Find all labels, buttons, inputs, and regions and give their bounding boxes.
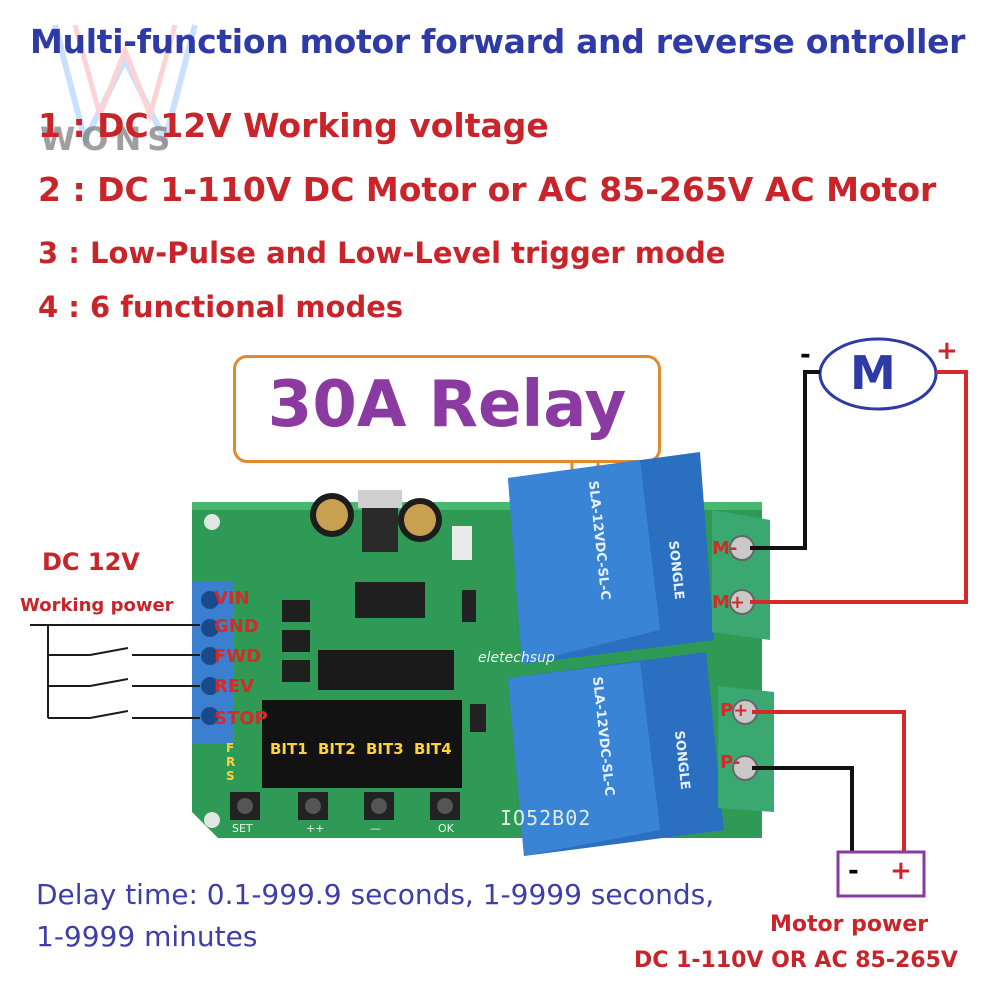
terminal-m-plus-label: M+	[712, 592, 745, 613]
relay-top	[508, 452, 714, 664]
motor-letter: M	[850, 346, 896, 400]
page-title: Multi-function motor forward and reverse…	[30, 22, 966, 61]
button-minus-label: —	[370, 822, 381, 835]
feature-4: 4 : 6 functional modes	[38, 290, 404, 324]
display-bit3-label: BIT3	[366, 740, 404, 758]
feature-2: 2 : DC 1-110V DC Motor or AC 85-265V AC …	[38, 170, 937, 209]
terminal-p-minus-label: P-	[720, 752, 741, 773]
brand-logo-text: WONS	[40, 120, 177, 158]
output-terminal-top	[712, 510, 770, 640]
supply-wires	[752, 710, 906, 852]
input-switch-wiring	[30, 624, 200, 719]
display-bit2-label: BIT2	[318, 740, 356, 758]
indicator-s-label: S	[226, 769, 235, 783]
relay-callout-box	[233, 355, 661, 463]
delay-time-info: Delay time: 0.1-999.9 seconds, 1-9999 se…	[36, 874, 714, 958]
delay-line-2: 1-9999 minutes	[36, 920, 258, 953]
display-bit1-label: BIT1	[270, 740, 308, 758]
display-bit4-label: BIT4	[414, 740, 452, 758]
working-power-label: Working power	[20, 595, 174, 616]
motor-power-range: DC 1-110V OR AC 85-265V	[634, 948, 958, 973]
output-terminal-bottom	[718, 686, 774, 812]
indicator-r-label: R	[226, 755, 236, 769]
motor-plus-label: +	[936, 336, 958, 366]
pin-fwd-label: FWD	[214, 646, 262, 667]
button-ok-label: OK	[438, 822, 454, 835]
motor-supply-box	[836, 850, 926, 898]
brand-logo-mark	[52, 24, 198, 149]
supply-plus-label: +	[890, 856, 912, 886]
button-set-label: SET	[232, 822, 253, 835]
indicator-f-label: F	[226, 741, 235, 755]
feature-1: 1 : DC 12V Working voltage	[38, 106, 549, 145]
input-voltage-label: DC 12V	[42, 548, 140, 576]
pin-gnd-label: GND	[214, 616, 259, 637]
feature-3: 3 : Low-Pulse and Low-Level trigger mode	[38, 236, 726, 270]
terminal-p-plus-label: P+	[720, 700, 749, 721]
button-plus-label: ++	[306, 822, 325, 835]
delay-line-1: Delay time: 0.1-999.9 seconds, 1-9999 se…	[36, 878, 715, 911]
terminal-m-minus-label: M-	[712, 538, 738, 559]
relay-callout-label: 30A Relay	[267, 368, 627, 442]
board-model-print: IO52B02	[500, 806, 592, 830]
motor-power-title: Motor power	[770, 912, 929, 937]
pin-vin-label: VIN	[214, 588, 250, 609]
supply-minus-label: -	[848, 856, 859, 886]
pin-rev-label: REV	[214, 676, 255, 697]
pin-stop-label: STOP	[214, 708, 268, 729]
motor-minus-label: -	[800, 340, 811, 370]
motor-wires	[750, 370, 968, 604]
board-brand-print: eletechsup	[478, 650, 555, 666]
board-buttons	[230, 792, 460, 820]
relay-bottom	[508, 652, 724, 856]
